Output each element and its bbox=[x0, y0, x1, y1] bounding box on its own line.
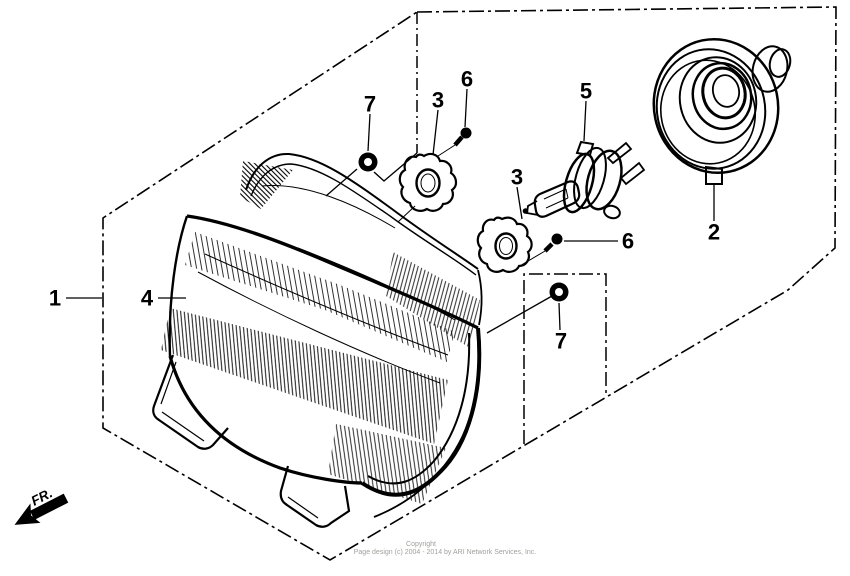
headlight-unit-drawing bbox=[152, 152, 483, 528]
screw-upper-axis bbox=[437, 144, 456, 157]
screw-upper-head bbox=[460, 127, 472, 139]
screw-lower-drawing bbox=[517, 233, 563, 268]
cover-step-ring bbox=[678, 56, 758, 144]
copyright-line-2: Page design (c) 2004 - 2014 by ARI Netwo… bbox=[354, 549, 537, 556]
cover-rim-3 bbox=[659, 59, 757, 165]
retainer-upper-hole-inner bbox=[420, 173, 436, 193]
washer-lower-box bbox=[523, 273, 607, 444]
shell-top-inner bbox=[250, 163, 477, 276]
fr-direction-arrow: FR. bbox=[14, 485, 69, 525]
bulb-flange-ring-1 bbox=[562, 152, 596, 214]
part-callout-3-upper[interactable]: 3 bbox=[432, 88, 444, 113]
bulb-inner-lines bbox=[543, 188, 569, 209]
screw-lower-head bbox=[551, 233, 563, 245]
pointer-washer-lower-to-rim bbox=[486, 295, 553, 334]
dust-cover-drawing bbox=[652, 37, 792, 185]
retainer-lower-hole bbox=[494, 232, 518, 260]
screw-lower-shaft bbox=[543, 242, 554, 253]
retainer-lower-body bbox=[476, 216, 533, 273]
callout-leaders bbox=[66, 88, 715, 334]
lens-arc-1 bbox=[204, 253, 449, 356]
retainer-upper-drawing bbox=[397, 152, 458, 223]
cover-opening-ring bbox=[701, 66, 747, 120]
screw-upper-drawing bbox=[437, 127, 472, 157]
halogen-bulb-drawing bbox=[522, 140, 646, 220]
lens-bottom-edge bbox=[168, 355, 363, 485]
bulb-rear-body bbox=[585, 149, 623, 211]
retainer-upper-body bbox=[398, 152, 458, 212]
part-callout-7-upper[interactable]: 7 bbox=[364, 92, 376, 117]
cover-rim-outer bbox=[652, 37, 780, 175]
part-callouts: 1 4 7 3 6 3 5 6 2 7 bbox=[49, 67, 720, 354]
leader-3-lower bbox=[516, 186, 523, 220]
screw-lower-axis bbox=[517, 250, 546, 268]
part-callout-6-lower[interactable]: 6 bbox=[622, 229, 634, 254]
bulb-prong-2 bbox=[619, 161, 646, 186]
part-callout-1[interactable]: 1 bbox=[49, 286, 61, 311]
part-callout-7-lower[interactable]: 7 bbox=[555, 329, 567, 354]
retainer-lower-hole-inner bbox=[499, 237, 513, 255]
bulb-rear-foot bbox=[603, 204, 621, 220]
fr-arrowhead-icon bbox=[14, 503, 41, 525]
lens-hatch-lower bbox=[328, 424, 446, 504]
lens-top-edge bbox=[186, 214, 479, 330]
part-callout-2[interactable]: 2 bbox=[708, 220, 720, 245]
lens-arc-3 bbox=[297, 247, 456, 321]
retainer-lower-drawing bbox=[476, 216, 533, 273]
washer-lower-drawing bbox=[549, 282, 569, 302]
shell-band-detail bbox=[261, 185, 396, 229]
screw-upper-shaft bbox=[453, 135, 464, 147]
leader-7-lower bbox=[558, 302, 561, 331]
retainer-upper-pointer bbox=[397, 205, 416, 223]
lens-left-edge bbox=[168, 215, 189, 357]
retainer-upper-hole bbox=[415, 168, 441, 198]
leader-5 bbox=[583, 100, 587, 142]
boundary-polygon bbox=[102, 6, 837, 561]
leader-7-upper bbox=[367, 113, 371, 152]
cover-neck-inner bbox=[768, 48, 792, 78]
lens-hatch-middle bbox=[161, 308, 448, 444]
pointer-washer-upper-to-rim bbox=[325, 168, 358, 197]
shell-bottom-right bbox=[373, 419, 470, 518]
shell-right-cap bbox=[477, 269, 483, 326]
cover-bottom-tab bbox=[705, 165, 723, 185]
part-callout-3-lower[interactable]: 3 bbox=[511, 165, 523, 190]
fr-arrow-shaft bbox=[29, 493, 69, 520]
lens-right-rim-inner bbox=[367, 332, 471, 485]
mount-tab-left-inner bbox=[160, 361, 205, 442]
lens-hatch-right bbox=[386, 252, 480, 348]
mount-tab-left bbox=[152, 354, 229, 450]
mount-tab-right bbox=[279, 465, 351, 528]
copyright-line-1: Copyright bbox=[406, 541, 436, 548]
cover-opening-outer bbox=[691, 61, 753, 131]
lens-arc-2 bbox=[197, 271, 441, 384]
bulb-tip-nipple bbox=[522, 208, 529, 214]
washer-upper-hole bbox=[364, 158, 372, 166]
washer-lower-hole bbox=[555, 288, 563, 296]
part-callout-4[interactable]: 4 bbox=[141, 286, 154, 311]
leader-6-upper bbox=[464, 88, 468, 128]
lens-hatch-upper bbox=[185, 232, 455, 362]
part-callout-5[interactable]: 5 bbox=[580, 79, 592, 104]
part-callout-6-upper[interactable]: 6 bbox=[461, 67, 473, 92]
washer-upper-drawing bbox=[358, 152, 378, 172]
cover-rim-2 bbox=[655, 48, 767, 170]
mount-tab-right-inner bbox=[287, 496, 319, 519]
cover-opening-inner bbox=[711, 74, 741, 108]
bulb-prong-1 bbox=[606, 141, 633, 165]
leader-3-upper bbox=[432, 109, 439, 156]
copyright: Copyright Page design (c) 2004 - 2014 by… bbox=[354, 541, 537, 556]
lens-right-rim-outer bbox=[360, 327, 482, 497]
